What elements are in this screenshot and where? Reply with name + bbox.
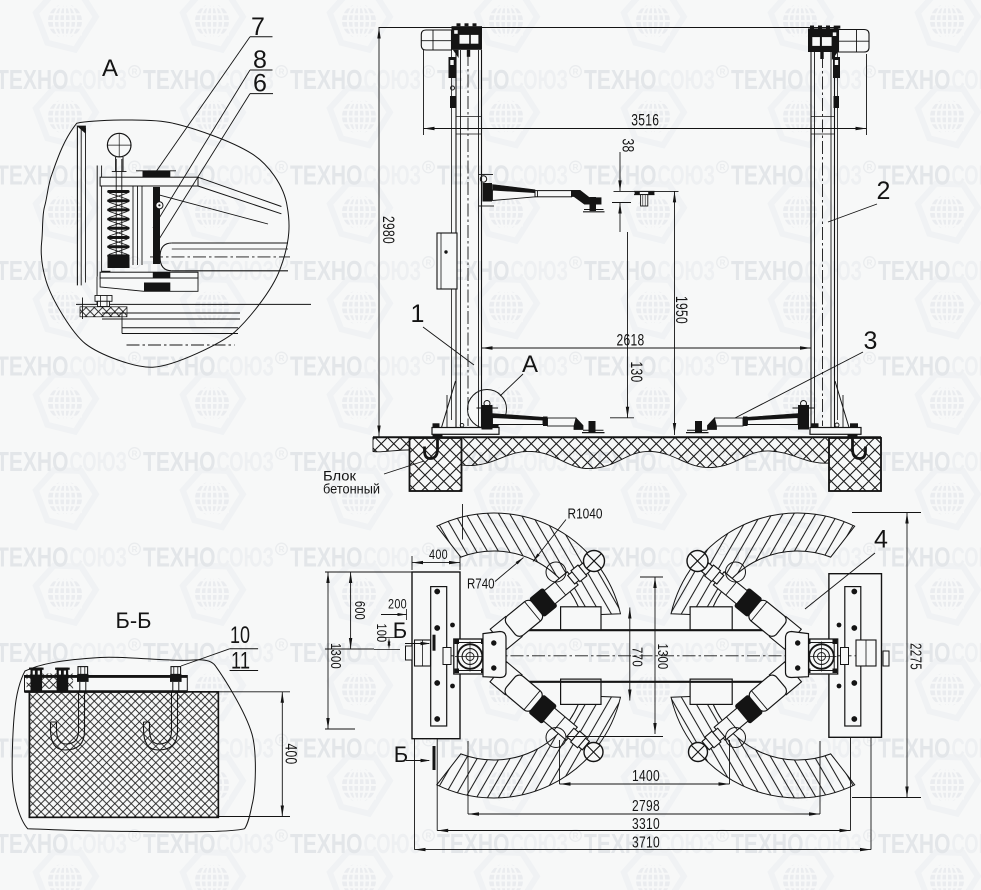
- svg-text:2980: 2980: [379, 216, 397, 244]
- svg-text:770: 770: [629, 647, 646, 667]
- svg-text:1300: 1300: [654, 644, 671, 670]
- svg-text:11: 11: [231, 648, 250, 675]
- svg-text:Блок: Блок: [323, 468, 357, 484]
- svg-text:3: 3: [864, 327, 878, 355]
- svg-text:3310: 3310: [632, 816, 660, 833]
- svg-text:8: 8: [253, 46, 267, 74]
- svg-text:7: 7: [251, 13, 265, 41]
- svg-text:1400: 1400: [632, 768, 660, 785]
- svg-text:3710: 3710: [632, 835, 660, 852]
- svg-text:2798: 2798: [632, 798, 660, 815]
- svg-text:Б: Б: [394, 742, 408, 767]
- svg-text:200: 200: [388, 596, 407, 612]
- svg-text:А: А: [102, 55, 118, 82]
- svg-text:10: 10: [230, 622, 250, 649]
- svg-text:100: 100: [374, 624, 390, 643]
- svg-text:R740: R740: [467, 577, 495, 593]
- svg-text:2: 2: [877, 177, 891, 205]
- svg-text:1300: 1300: [327, 643, 344, 669]
- svg-text:600: 600: [351, 601, 368, 620]
- svg-text:130: 130: [627, 362, 645, 383]
- svg-text:6: 6: [253, 70, 267, 98]
- svg-text:Б: Б: [393, 618, 407, 643]
- svg-text:Б-Б: Б-Б: [116, 608, 152, 633]
- svg-text:400: 400: [282, 744, 300, 765]
- svg-text:R1040: R1040: [568, 507, 603, 523]
- svg-text:1: 1: [411, 300, 425, 328]
- svg-text:А: А: [522, 351, 538, 378]
- svg-text:38: 38: [619, 139, 637, 153]
- svg-text:4: 4: [874, 526, 888, 554]
- svg-text:1950: 1950: [672, 296, 690, 324]
- svg-text:400: 400: [429, 546, 448, 562]
- svg-text:2618: 2618: [617, 332, 645, 350]
- svg-text:2275: 2275: [907, 643, 924, 670]
- svg-text:3516: 3516: [631, 112, 659, 130]
- svg-text:бетонный: бетонный: [323, 481, 380, 497]
